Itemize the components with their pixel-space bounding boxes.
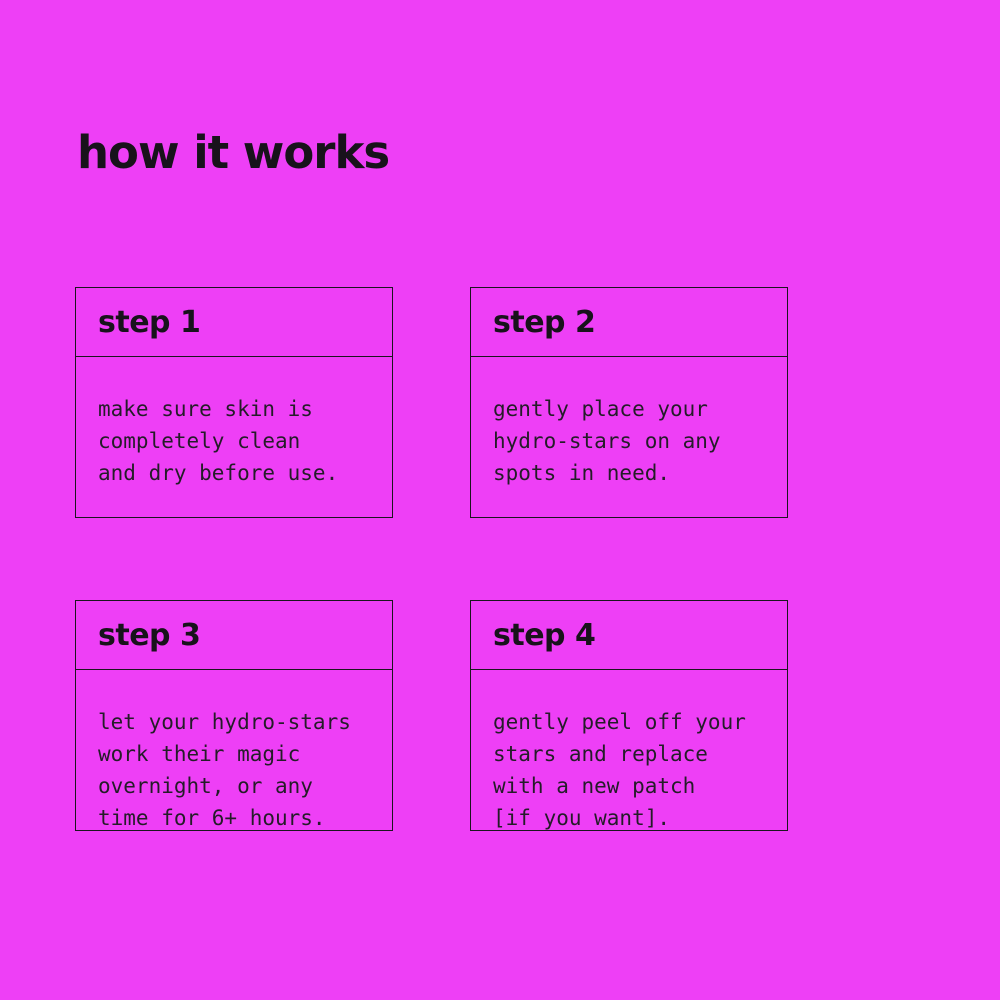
step-title: step 1 bbox=[98, 304, 201, 340]
step-card-3: step 3 let your hydro-stars work their m… bbox=[75, 600, 393, 831]
step-description: make sure skin is completely clean and d… bbox=[98, 397, 339, 485]
step-description: gently peel off your stars and replace w… bbox=[493, 710, 746, 830]
step-card-header: step 3 bbox=[76, 601, 392, 670]
step-title: step 3 bbox=[98, 617, 201, 653]
step-card-header: step 2 bbox=[471, 288, 787, 357]
step-description: gently place your hydro-stars on any spo… bbox=[493, 397, 721, 485]
step-title: step 2 bbox=[493, 304, 596, 340]
step-card-header: step 4 bbox=[471, 601, 787, 670]
page-title: how it works bbox=[77, 126, 390, 180]
step-card-body: let your hydro-stars work their magic ov… bbox=[76, 670, 392, 834]
step-card-4: step 4 gently peel off your stars and re… bbox=[470, 600, 788, 831]
step-card-2: step 2 gently place your hydro-stars on … bbox=[470, 287, 788, 518]
step-card-header: step 1 bbox=[76, 288, 392, 357]
step-card-body: make sure skin is completely clean and d… bbox=[76, 357, 392, 489]
step-card-1: step 1 make sure skin is completely clea… bbox=[75, 287, 393, 518]
step-card-body: gently peel off your stars and replace w… bbox=[471, 670, 787, 834]
step-card-body: gently place your hydro-stars on any spo… bbox=[471, 357, 787, 489]
step-title: step 4 bbox=[493, 617, 596, 653]
step-description: let your hydro-stars work their magic ov… bbox=[98, 710, 351, 830]
